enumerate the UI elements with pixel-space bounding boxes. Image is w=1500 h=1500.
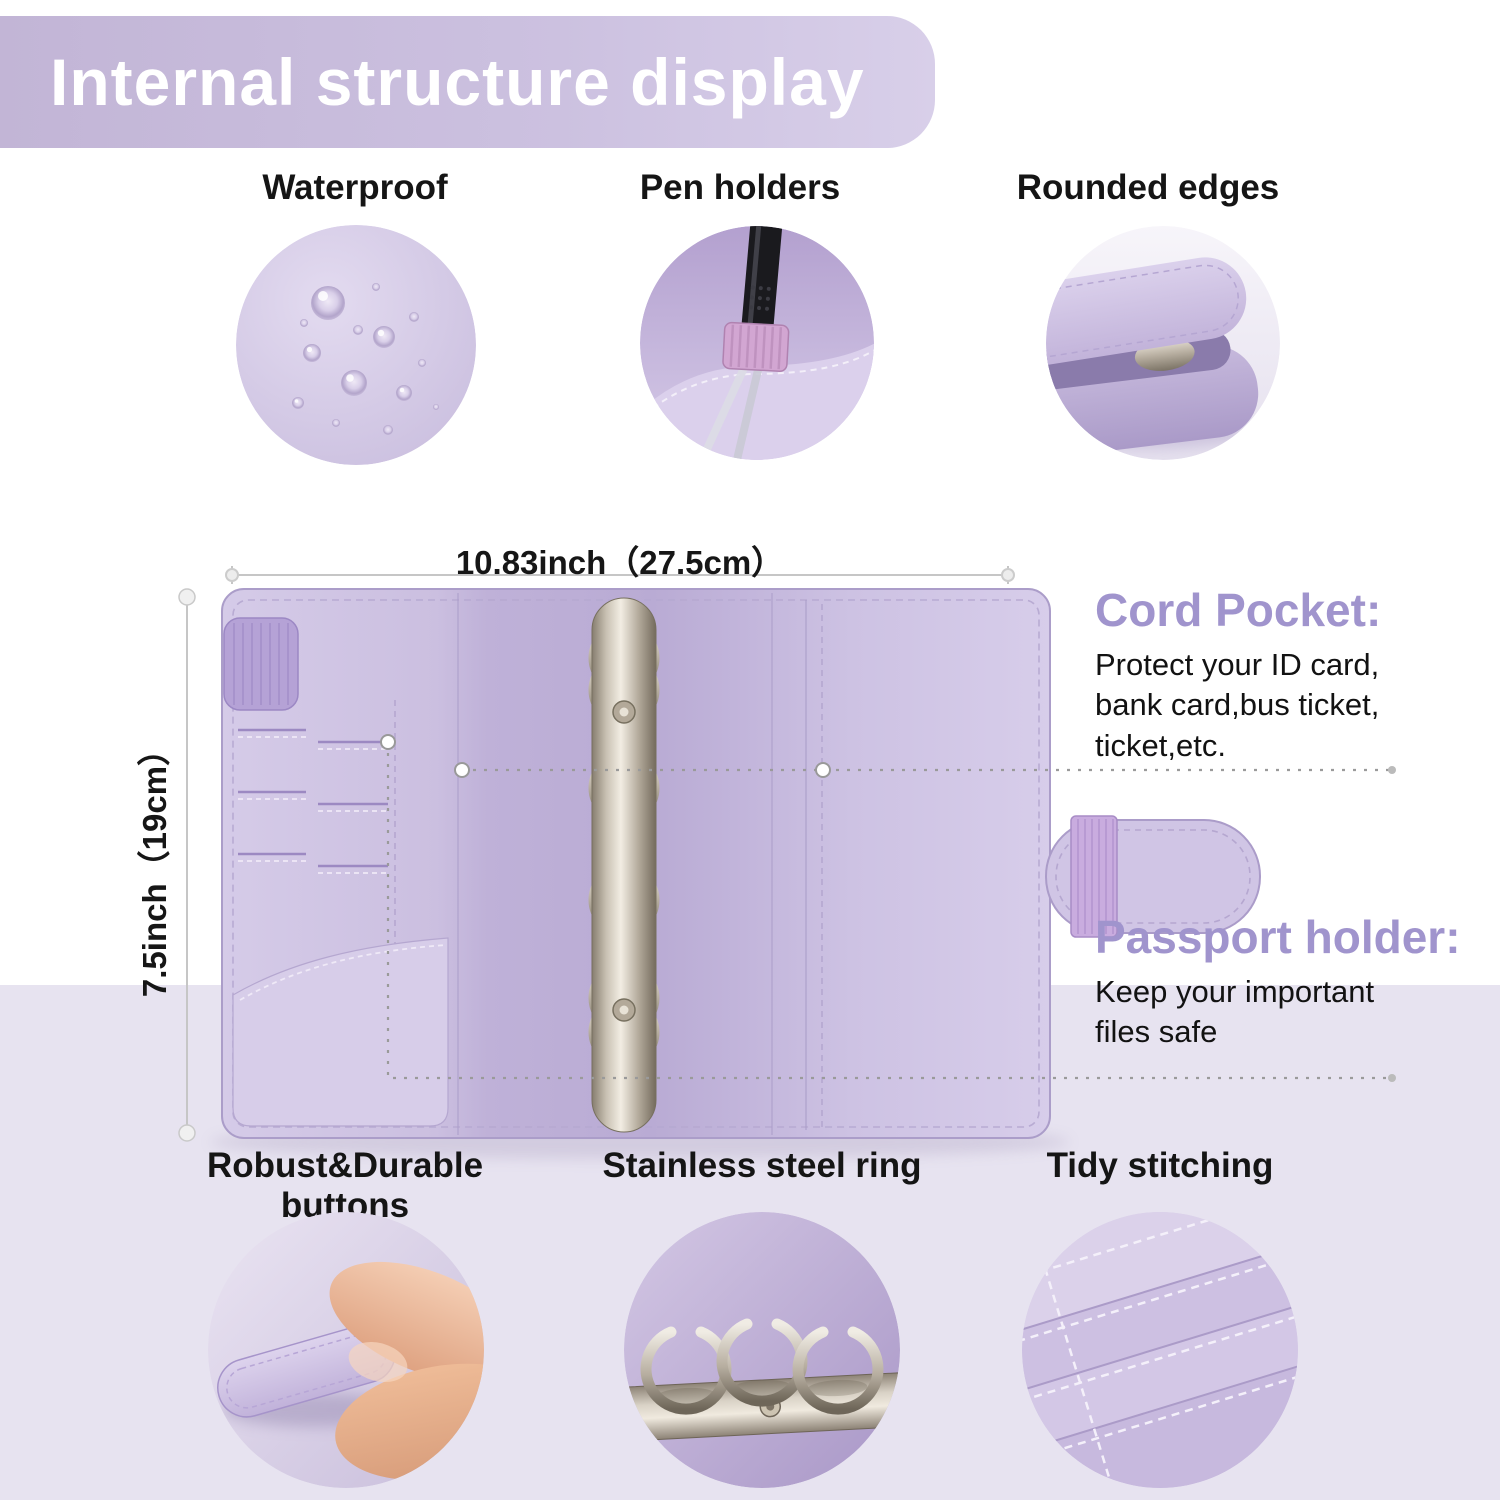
height-dimension-line xyxy=(178,588,196,1142)
passport-holder-leader-line xyxy=(380,734,1396,1082)
pen-loop xyxy=(223,617,299,711)
cord-pocket-description: Protect your ID card, bank card,bus tick… xyxy=(1095,647,1380,763)
feature-label-pen-holders: Pen holders xyxy=(639,168,841,207)
feature-label-buttons: Robust&Durable buttons xyxy=(206,1146,484,1225)
ring-mechanism xyxy=(588,597,660,1133)
rounded-edges-photo-circle xyxy=(1046,226,1280,460)
clasp-strap xyxy=(1045,815,1261,938)
buttons-photo-circle xyxy=(208,1212,484,1488)
width-dimension-line xyxy=(225,566,1015,584)
feature-label-waterproof: Waterproof xyxy=(262,168,448,207)
passport-holder-description: Keep your important files safe xyxy=(1095,974,1375,1050)
stitching-photo-circle xyxy=(1022,1212,1298,1488)
passport-holder-heading: Passport holder: xyxy=(1095,911,1461,963)
waterproof-photo-circle xyxy=(236,225,476,465)
right-panel-pocket xyxy=(805,600,823,1130)
steel-ring-photo-circle xyxy=(624,1212,900,1488)
card-slots xyxy=(238,700,396,1100)
title-banner: Internal structure display xyxy=(0,16,935,148)
feature-label-steel-ring: Stainless steel ring xyxy=(602,1146,922,1185)
stitched-slots-icon xyxy=(1022,1212,1298,1488)
height-dimension-label: 7.5inch（19cm） xyxy=(136,732,173,998)
feature-label-stitching: Tidy stitching xyxy=(1046,1146,1274,1185)
rounded-edge-icon xyxy=(1046,226,1280,460)
pen-in-loop-icon xyxy=(640,226,874,460)
width-dimension-label: 10.83inch（27.5cm） xyxy=(455,544,785,581)
fingers-pressing-button-icon xyxy=(208,1212,484,1488)
feature-label-rounded-edges: Rounded edges xyxy=(1016,168,1280,207)
page-title: Internal structure display xyxy=(50,45,865,119)
open-rings-icon xyxy=(624,1212,900,1488)
cord-pocket-leader-line xyxy=(454,762,1396,778)
cord-pocket-heading: Cord Pocket: xyxy=(1095,584,1382,636)
pen-holders-photo-circle xyxy=(640,226,874,460)
water-droplets-icon xyxy=(236,225,476,465)
